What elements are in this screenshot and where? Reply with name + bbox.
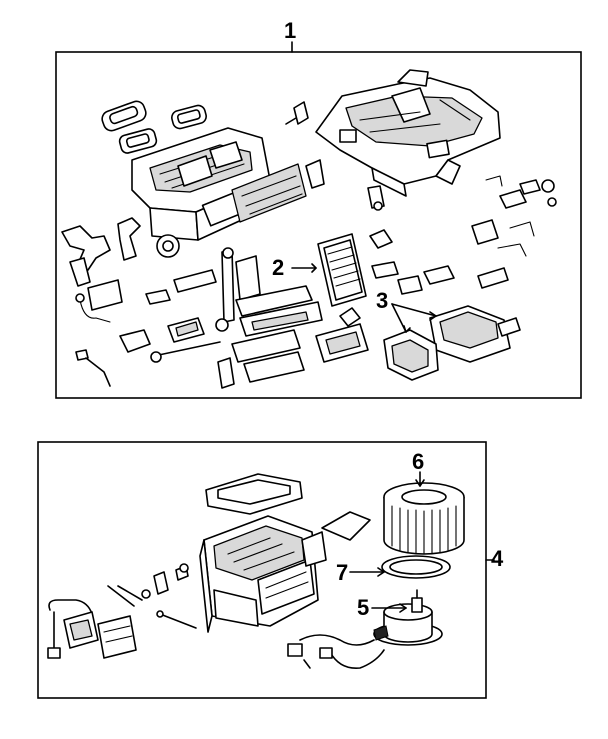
callout-2: 2 [272,255,285,280]
blower-motor [373,589,443,646]
motor-seal-ring [381,555,451,579]
heater-case [131,127,307,241]
blower-housing [199,515,327,633]
cabin-filter [317,233,367,307]
linkage-parts-right [285,101,557,363]
callout-5: 5 [357,595,370,620]
callout-4: 4 [491,546,504,571]
gasket-rings [101,100,207,154]
blower-gasket [205,473,303,515]
blower-case-upper [383,305,521,381]
blower-fan-wheel [383,482,465,555]
callout-6: 6 [412,449,425,474]
resistor-and-connectors [47,563,197,659]
wiring-harness [287,634,385,669]
callout-3: 3 [376,288,389,313]
callout-7: 7 [336,560,349,585]
evaporator-case [315,69,501,197]
group-4-frame [37,441,495,699]
cover-plate [321,511,371,541]
group-1-frame [55,41,582,399]
leader-lines [291,263,437,613]
linkage-parts-left [61,217,221,387]
heater-core-parts [167,247,323,389]
callout-1: 1 [284,18,297,43]
